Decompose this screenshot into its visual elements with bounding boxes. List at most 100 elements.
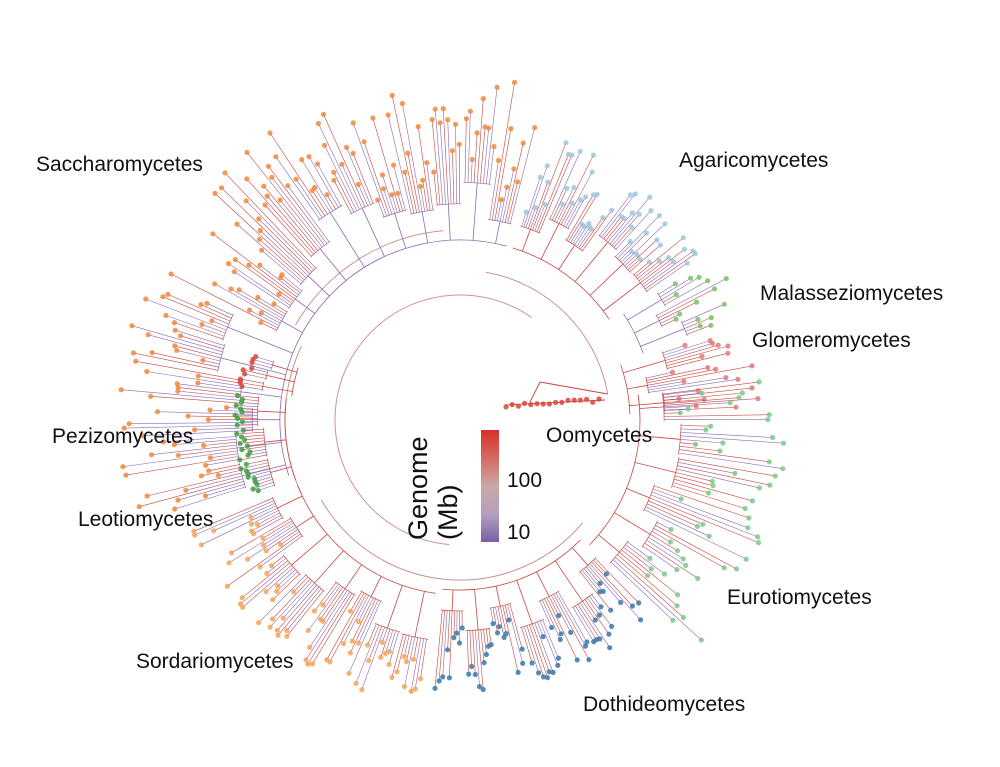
tip-dothideomycetes bbox=[592, 617, 598, 623]
tip-branch bbox=[578, 229, 592, 249]
tip-sordariomycetes bbox=[191, 528, 197, 534]
tip-dothideomycetes bbox=[546, 669, 552, 675]
tip-saccharomycetes bbox=[255, 294, 261, 300]
tip-branch bbox=[263, 186, 319, 251]
tip-branch bbox=[449, 610, 453, 678]
tip-saccharomycetes bbox=[261, 183, 267, 189]
tip-agaricomycetes bbox=[647, 194, 653, 200]
tip-saccharomycetes bbox=[202, 493, 209, 499]
tip-saccharomycetes bbox=[203, 462, 209, 468]
tip-dothideomycetes bbox=[501, 634, 507, 641]
subclade-arc bbox=[288, 289, 303, 309]
tip-branch bbox=[541, 599, 561, 640]
tip-eurotiomycetes bbox=[745, 525, 751, 531]
tip-leotiomycetes bbox=[238, 434, 244, 440]
tip-branch bbox=[256, 479, 273, 485]
tip-branch bbox=[152, 352, 219, 368]
tip-saccharomycetes bbox=[195, 373, 201, 379]
tip-agaricomycetes bbox=[578, 197, 584, 203]
tip-branch bbox=[662, 381, 760, 395]
label-pezizomycetes: Pezizomycetes bbox=[52, 425, 193, 448]
tip-pezizomycetes bbox=[253, 354, 259, 360]
tip-branch bbox=[268, 166, 328, 244]
tip-eurotiomycetes bbox=[766, 459, 772, 465]
tip-malasseziomycetes bbox=[688, 275, 694, 281]
tip-branch bbox=[665, 345, 729, 364]
tip-branch bbox=[383, 188, 393, 215]
tip-branch bbox=[523, 177, 541, 228]
tip-branch bbox=[240, 408, 258, 410]
tip-branch bbox=[568, 194, 598, 242]
tip-dothideomycetes bbox=[515, 669, 521, 676]
tip-branch bbox=[406, 636, 413, 662]
internal-branch bbox=[495, 586, 501, 607]
backbone-arc bbox=[295, 230, 444, 326]
tip-saccharomycetes bbox=[207, 407, 213, 413]
backbone-arc bbox=[485, 271, 609, 395]
tip-eurotiomycetes bbox=[756, 485, 763, 491]
tip-branch bbox=[175, 329, 225, 346]
tip-branch bbox=[326, 592, 365, 660]
tip-sordariomycetes bbox=[274, 588, 280, 594]
subclade-arc bbox=[520, 225, 541, 234]
tip-saccharomycetes bbox=[498, 197, 504, 203]
tip-branch bbox=[663, 397, 740, 405]
tip-branch bbox=[678, 458, 776, 477]
tip-branch bbox=[420, 186, 425, 212]
tip-branch bbox=[211, 320, 228, 328]
tip-saccharomycetes bbox=[350, 120, 356, 126]
tip-branch bbox=[539, 620, 559, 666]
tip-branch bbox=[254, 473, 272, 479]
tip-saccharomycetes bbox=[204, 300, 210, 306]
tip-dothideomycetes bbox=[598, 604, 604, 610]
tip-eurotiomycetes bbox=[647, 555, 653, 562]
tip-branch bbox=[194, 500, 275, 536]
tip-saccharomycetes bbox=[486, 125, 492, 131]
tip-saccharomycetes bbox=[511, 166, 517, 172]
tip-sordariomycetes bbox=[245, 556, 251, 562]
tip-branch bbox=[624, 254, 638, 267]
tip-branch bbox=[249, 449, 266, 453]
subclade-arc bbox=[440, 609, 464, 612]
tip-branch bbox=[251, 515, 282, 532]
tip-pezizomycetes bbox=[240, 367, 246, 373]
tip-saccharomycetes bbox=[234, 221, 240, 227]
tip-saccharomycetes bbox=[160, 294, 166, 300]
internal-branch bbox=[227, 326, 294, 354]
tip-sordariomycetes bbox=[353, 680, 359, 686]
tip-saccharomycetes bbox=[532, 125, 538, 131]
tip-leotiomycetes bbox=[240, 427, 246, 433]
tip-branch bbox=[235, 259, 294, 302]
tip-eurotiomycetes bbox=[772, 473, 778, 479]
tip-branch bbox=[617, 554, 678, 607]
tip-sordariomycetes bbox=[239, 595, 245, 601]
tip-dothideomycetes bbox=[529, 660, 535, 666]
subclade-arc bbox=[643, 484, 655, 512]
clade-arc-agaricomycetes bbox=[512, 247, 610, 320]
tip-branch bbox=[326, 194, 336, 210]
legend-colorbar bbox=[481, 430, 499, 542]
tip-leotiomycetes bbox=[250, 486, 256, 492]
tip-glomeromycetes bbox=[676, 396, 682, 402]
tip-branch bbox=[240, 382, 263, 387]
tip-sordariomycetes bbox=[347, 608, 353, 614]
tip-branch bbox=[483, 127, 489, 184]
tip-branch bbox=[442, 108, 449, 205]
tip-branch bbox=[470, 159, 473, 183]
tip-saccharomycetes bbox=[174, 347, 180, 353]
tip-branch bbox=[202, 359, 220, 365]
tip-saccharomycetes bbox=[324, 192, 330, 198]
tip-branch bbox=[143, 430, 253, 437]
tip-eurotiomycetes bbox=[721, 565, 727, 571]
tip-sordariomycetes bbox=[260, 542, 267, 548]
tip-sordariomycetes bbox=[386, 661, 392, 668]
tip-branch bbox=[679, 449, 770, 463]
tip-branch bbox=[177, 383, 241, 393]
tip-branch bbox=[615, 556, 684, 618]
tip-oomycetes bbox=[528, 402, 534, 408]
tip-branch bbox=[680, 432, 773, 438]
tip-branch bbox=[174, 486, 246, 510]
tip-sordariomycetes bbox=[311, 608, 317, 614]
clade-arc-malasseziomycetes bbox=[623, 313, 644, 354]
tip-glomeromycetes bbox=[733, 404, 739, 410]
